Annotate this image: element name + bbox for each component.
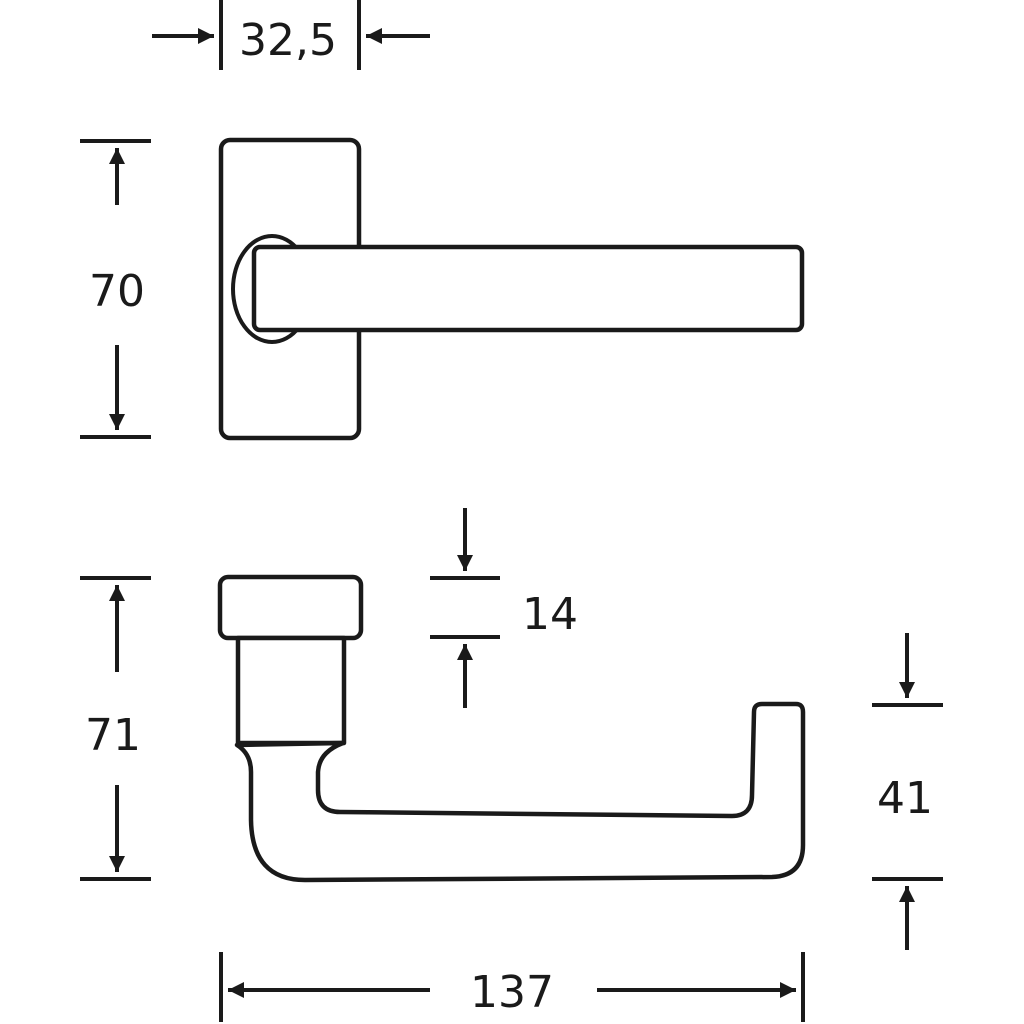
side-view [217,574,806,883]
dimension-plate-width: 32,5 [152,0,430,70]
dimension-lever-drop: 41 [872,633,943,950]
lever-profile [234,701,806,883]
rose-cap [217,574,364,641]
dimension-label: 70 [89,266,145,317]
lever-arm [251,244,805,333]
dimension-plate-height: 70 [80,139,151,439]
dimension-label: 137 [470,967,554,1018]
dimension-label: 32,5 [239,15,337,66]
dimension-label: 41 [877,773,933,824]
dimension-label: 14 [522,589,578,640]
front-view [218,137,805,441]
dimension-lever-length: 137 [219,952,805,1022]
neck [235,635,347,746]
dimension-label: 71 [85,710,141,761]
dimension-side-height: 71 [80,576,151,881]
dimension-lever-thickness: 14 [430,508,578,708]
